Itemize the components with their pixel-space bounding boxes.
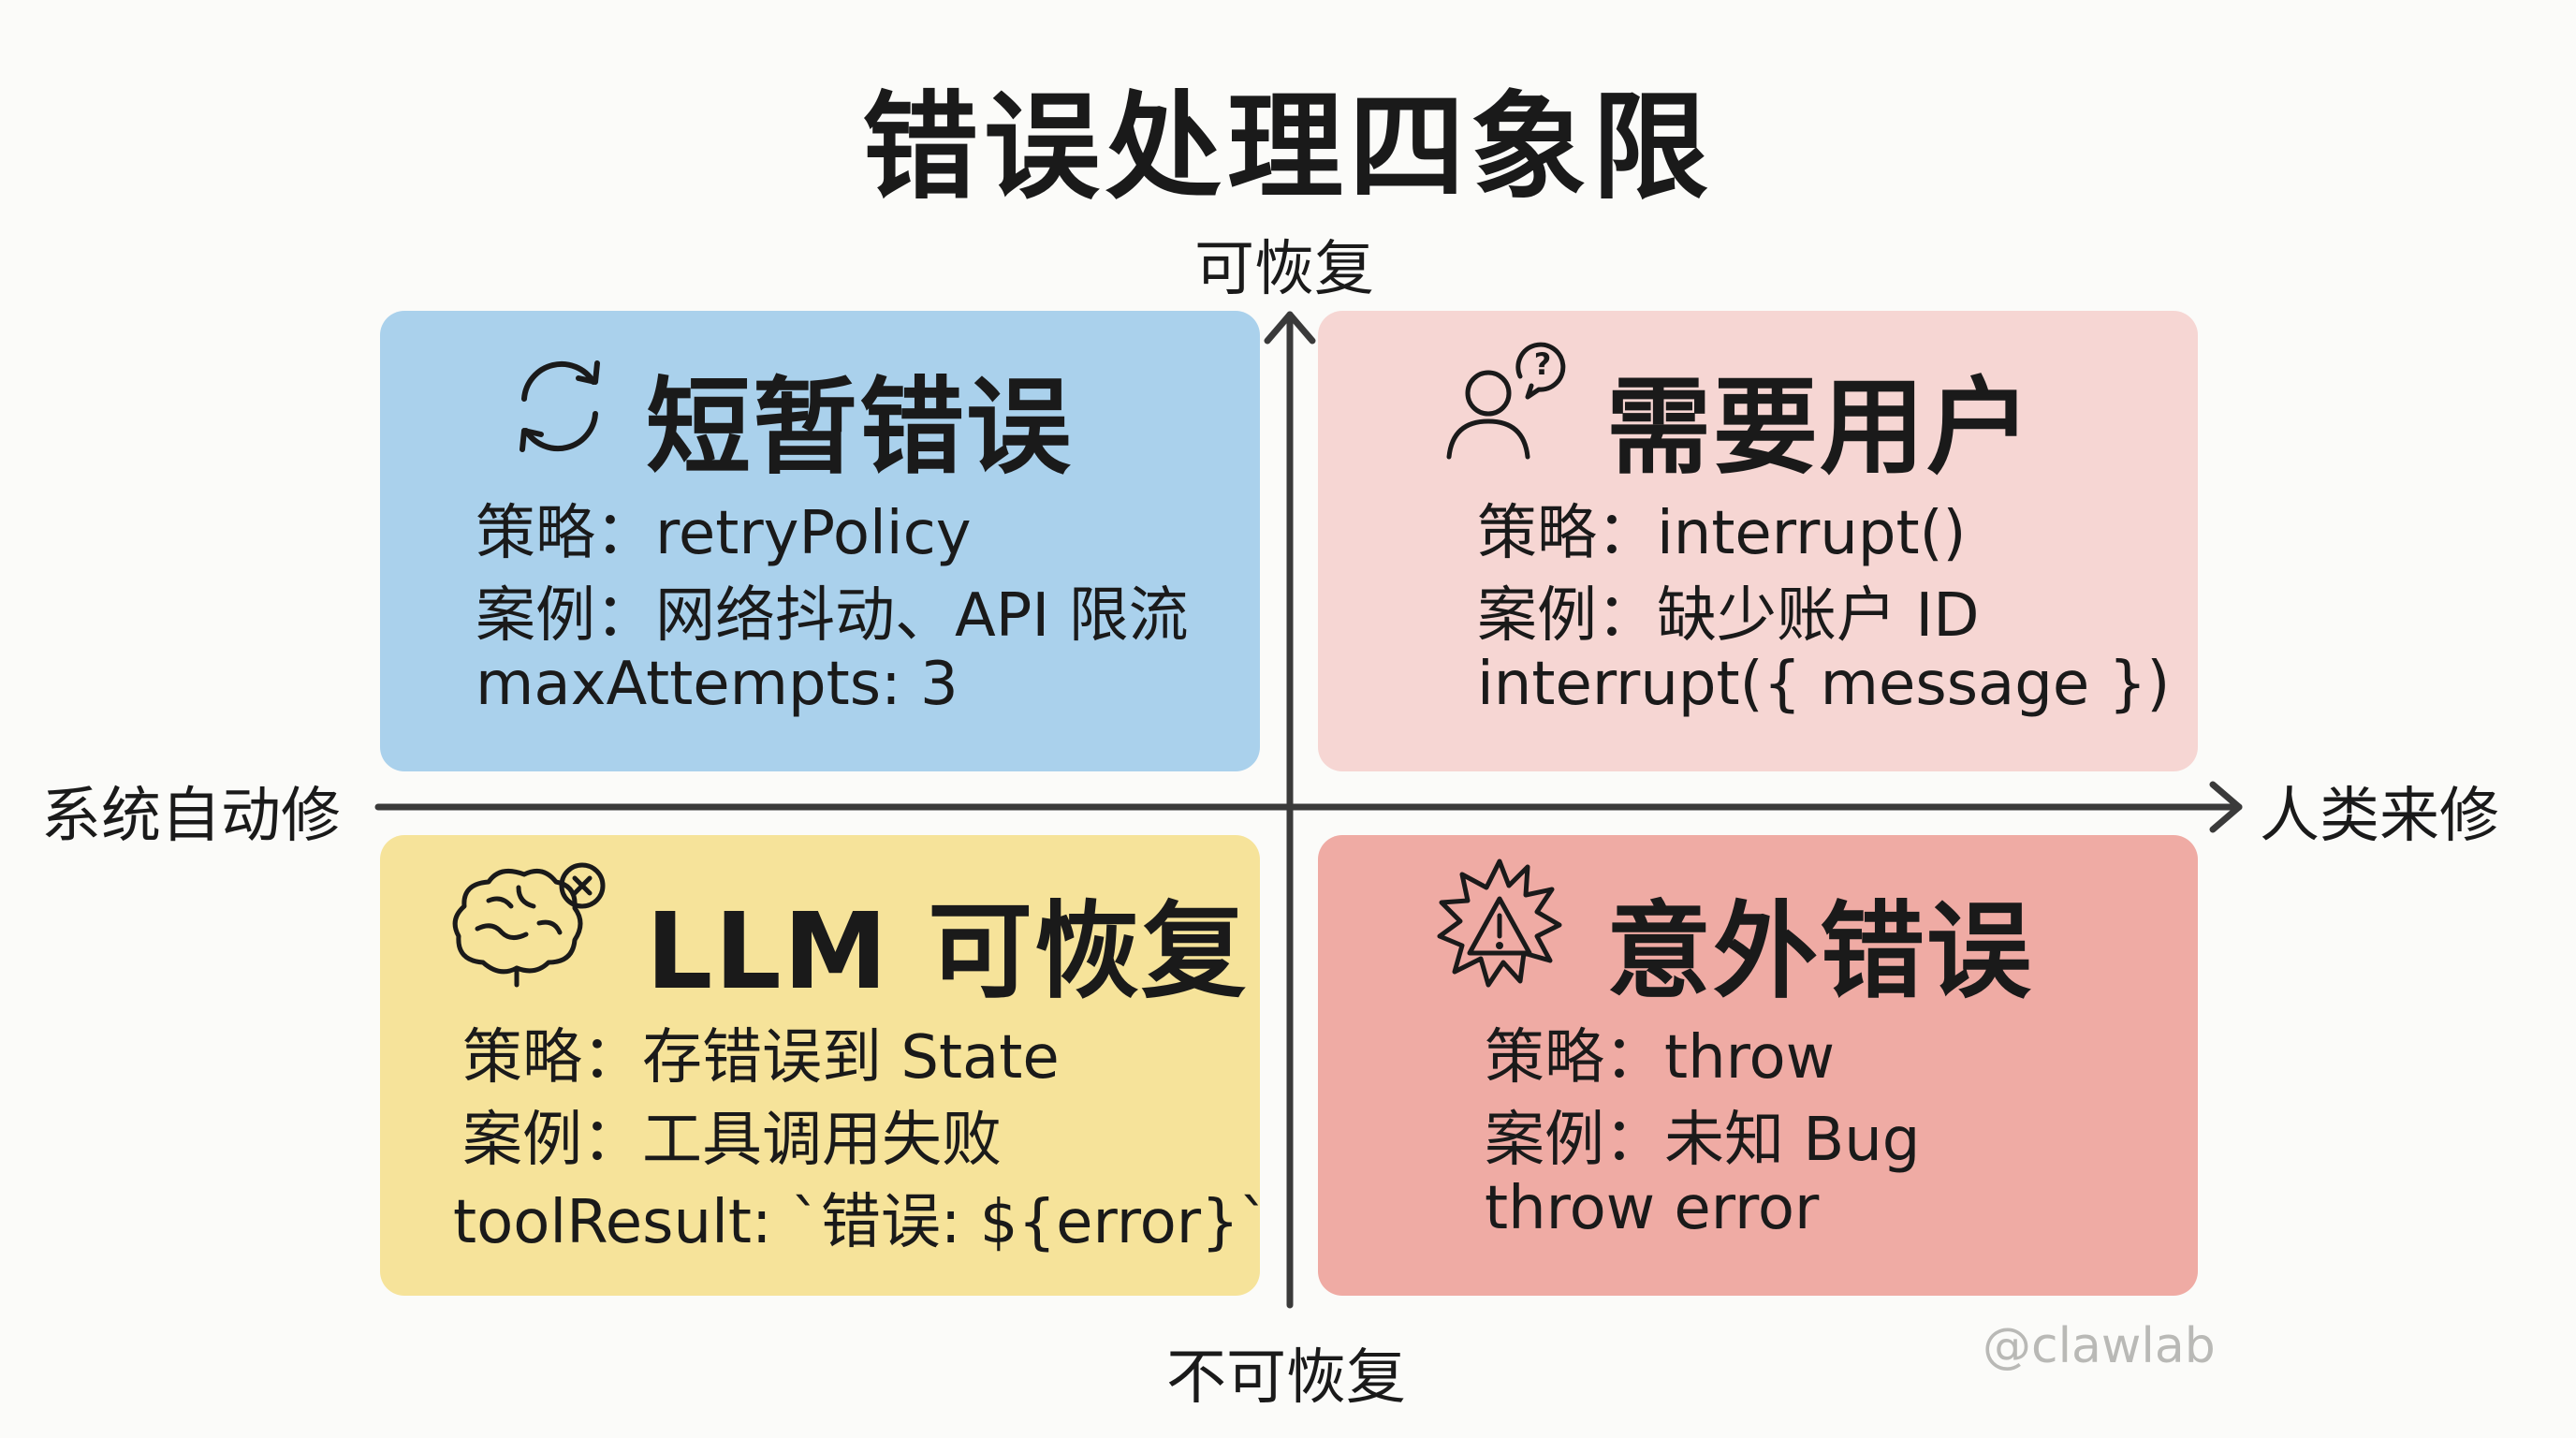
user-question-icon: ?	[1446, 342, 1566, 460]
svg-text:?: ?	[1534, 346, 1552, 382]
axis-label-system-fix: 系统自动修	[41, 782, 341, 851]
axis-label-human-fix: 人类来修	[2260, 782, 2499, 851]
horizontal-axis-arrow	[2209, 781, 2243, 833]
quadrant-code: interrupt({ message })	[1477, 650, 2171, 719]
quadrant-llm-recoverable: LLM 可恢复 策略：存错误到 State 案例：工具调用失败 toolResu…	[380, 835, 1269, 1296]
quadrant-transient-errors: 短暂错误 策略：retryPolicy 案例：网络抖动、API 限流 maxAt…	[380, 311, 1260, 771]
axis-label-recoverable: 可恢复	[1194, 235, 1374, 304]
warning-burst-icon	[1437, 858, 1562, 988]
vertical-axis-arrow	[1264, 311, 1316, 345]
quadrant-heading: LLM 可恢复	[646, 891, 1249, 1013]
quadrant-strategy: 策略：interrupt()	[1477, 499, 1967, 568]
quadrant-unexpected-errors: 意外错误 策略：throw 案例：未知 Bug throw error	[1318, 835, 2198, 1296]
quadrant-needs-user: ? 需要用户 策略：interrupt() 案例：缺少账户 ID interru…	[1318, 311, 2198, 771]
quadrant-strategy: 策略：存错误到 State	[462, 1023, 1060, 1093]
quadrant-heading: 意外错误	[1606, 891, 2033, 1013]
brain-error-icon	[452, 862, 606, 988]
quadrant-heading: 短暂错误	[646, 367, 1073, 489]
watermark: @clawlab	[1983, 1318, 2216, 1374]
quadrant-example: 案例：缺少账户 ID	[1477, 581, 1980, 651]
quadrant-example: 案例：未知 Bug	[1485, 1106, 1921, 1175]
quadrant-heading: 需要用户	[1606, 367, 2033, 489]
refresh-icon	[520, 360, 600, 452]
quadrant-example: 案例：网络抖动、API 限流	[476, 581, 1189, 651]
quadrant-code: toolResult: `错误: ${error}`	[453, 1188, 1269, 1257]
quadrant-code: maxAttempts: 3	[476, 650, 959, 719]
quadrant-strategy: 策略：retryPolicy	[476, 499, 972, 568]
axis-label-unrecoverable: 不可恢复	[1166, 1343, 1406, 1413]
quadrant-code: throw error	[1485, 1174, 1820, 1243]
quadrant-strategy: 策略：throw	[1485, 1023, 1836, 1093]
page-title: 错误处理四象限	[861, 81, 1714, 215]
quadrant-example: 案例：工具调用失败	[462, 1106, 1002, 1175]
